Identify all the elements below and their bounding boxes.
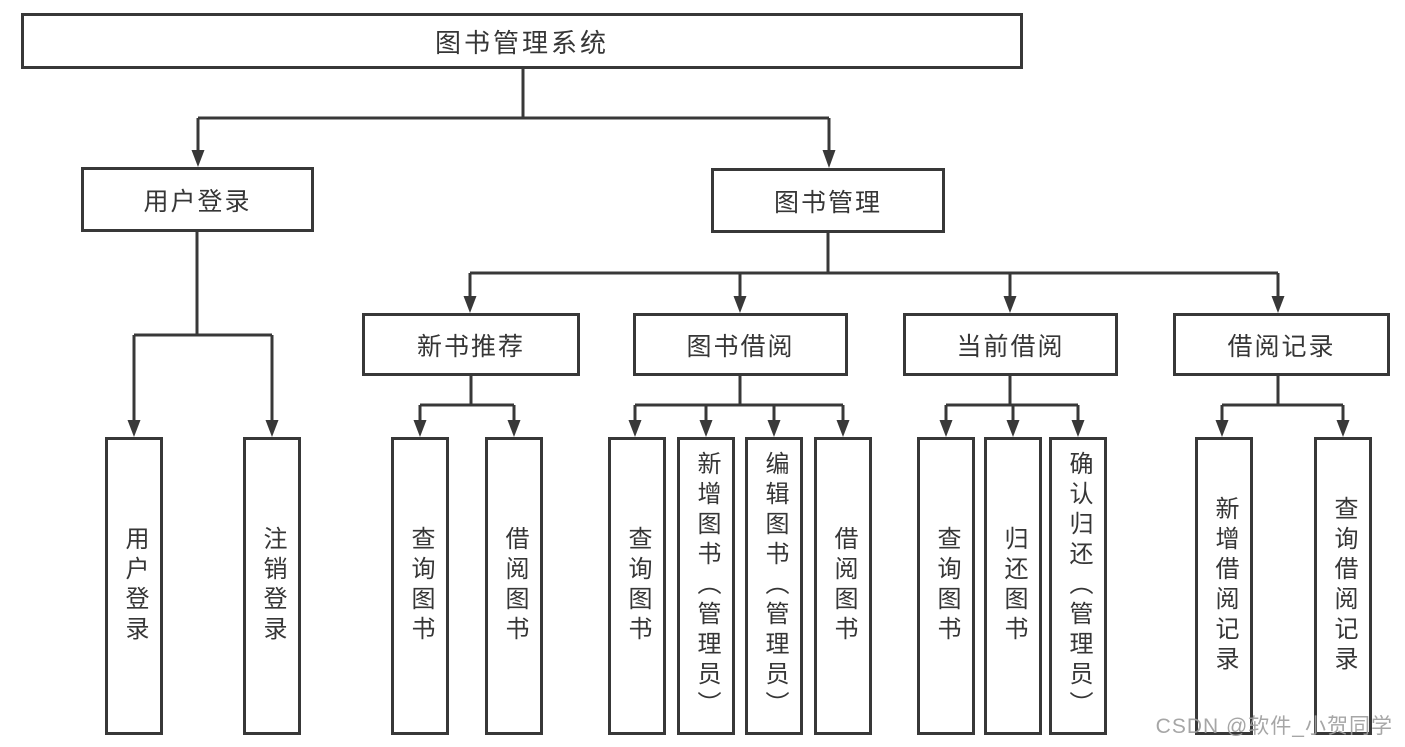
leaf-query-borrow-record-label: 查询借阅记录 xyxy=(1330,496,1357,676)
node-root-label: 图书管理系统 xyxy=(434,27,609,58)
node-book-management-label: 图书管理 xyxy=(773,188,882,217)
arrow-head xyxy=(836,420,850,437)
node-borrow-records-label: 借阅记录 xyxy=(1227,332,1336,361)
arrow-head xyxy=(1215,420,1229,437)
arrow-head xyxy=(413,420,427,437)
leaf-query-books-3: 查询图书 xyxy=(917,437,975,735)
leaf-logout-label: 注销登录 xyxy=(259,526,286,646)
node-book-borrow-label: 图书借阅 xyxy=(686,332,795,361)
connector-root-to-level2 xyxy=(196,69,831,150)
connector-new-book-to-leaves xyxy=(418,376,516,420)
leaf-logout: 注销登录 xyxy=(243,437,301,735)
leaf-edit-book-admin-label: 编辑图书（管理员） xyxy=(761,451,788,721)
leaf-query-books-2: 查询图书 xyxy=(608,437,666,735)
arrow-head xyxy=(1336,420,1350,437)
leaf-borrow-books-1: 借阅图书 xyxy=(485,437,543,735)
leaf-confirm-return-admin: 确认归还（管理员） xyxy=(1049,437,1107,735)
leaf-user-login: 用户登录 xyxy=(105,437,163,735)
arrow-head xyxy=(507,420,521,437)
leaf-borrow-books-2-label: 借阅图书 xyxy=(830,526,857,646)
leaf-borrow-books-1-label: 借阅图书 xyxy=(501,526,528,646)
arrow-head xyxy=(628,420,642,437)
arrow-head xyxy=(939,420,953,437)
arrow-head xyxy=(822,150,836,168)
connector-book-borrow-to-leaves xyxy=(633,376,845,420)
arrow-head xyxy=(1003,296,1017,313)
node-current-borrow-label: 当前借阅 xyxy=(956,332,1065,361)
leaf-query-borrow-record: 查询借阅记录 xyxy=(1314,437,1372,735)
arrow-head xyxy=(1071,420,1085,437)
leaf-confirm-return-admin-label: 确认归还（管理员） xyxy=(1065,451,1092,721)
arrow-head xyxy=(699,420,713,437)
node-user-login: 用户登录 xyxy=(81,167,314,232)
node-user-login-label: 用户登录 xyxy=(143,187,252,216)
leaf-add-book-admin-label: 新增图书（管理员） xyxy=(693,451,720,721)
arrow-head xyxy=(191,150,205,167)
arrow-head xyxy=(463,296,477,313)
leaf-user-login-label: 用户登录 xyxy=(121,526,148,646)
connector-book-mgmt-to-level3 xyxy=(468,233,1280,296)
leaf-query-books-2-label: 查询图书 xyxy=(624,526,651,646)
leaf-query-books-1-label: 查询图书 xyxy=(407,526,434,646)
leaf-borrow-books-2: 借阅图书 xyxy=(814,437,872,735)
node-borrow-records: 借阅记录 xyxy=(1173,313,1390,376)
leaf-return-book-label: 归还图书 xyxy=(1000,526,1027,646)
leaf-add-borrow-record: 新增借阅记录 xyxy=(1195,437,1253,735)
arrow-head xyxy=(127,420,141,437)
leaf-query-books-3-label: 查询图书 xyxy=(933,526,960,646)
connector-current-borrow-to-leaves xyxy=(944,376,1080,420)
arrow-head xyxy=(733,296,747,313)
leaf-add-borrow-record-label: 新增借阅记录 xyxy=(1211,496,1238,676)
leaf-return-book: 归还图书 xyxy=(984,437,1042,735)
node-book-borrow: 图书借阅 xyxy=(633,313,848,376)
leaf-edit-book-admin: 编辑图书（管理员） xyxy=(745,437,803,735)
leaf-query-books-1: 查询图书 xyxy=(391,437,449,735)
arrow-head xyxy=(767,420,781,437)
node-new-book-recommend: 新书推荐 xyxy=(362,313,580,376)
connector-borrow-records-to-leaves xyxy=(1220,376,1345,420)
csdn-watermark: CSDN @软件_小贺同学 xyxy=(1155,715,1393,738)
leaf-add-book-admin: 新增图书（管理员） xyxy=(677,437,735,735)
node-book-management: 图书管理 xyxy=(711,168,945,233)
connector-user-login-to-leaves xyxy=(132,232,274,420)
arrow-head xyxy=(265,420,279,437)
arrow-head xyxy=(1006,420,1020,437)
node-root-system: 图书管理系统 xyxy=(21,13,1023,69)
node-new-book-recommend-label: 新书推荐 xyxy=(416,332,525,361)
node-current-borrow: 当前借阅 xyxy=(903,313,1118,376)
arrow-head xyxy=(1271,296,1285,313)
